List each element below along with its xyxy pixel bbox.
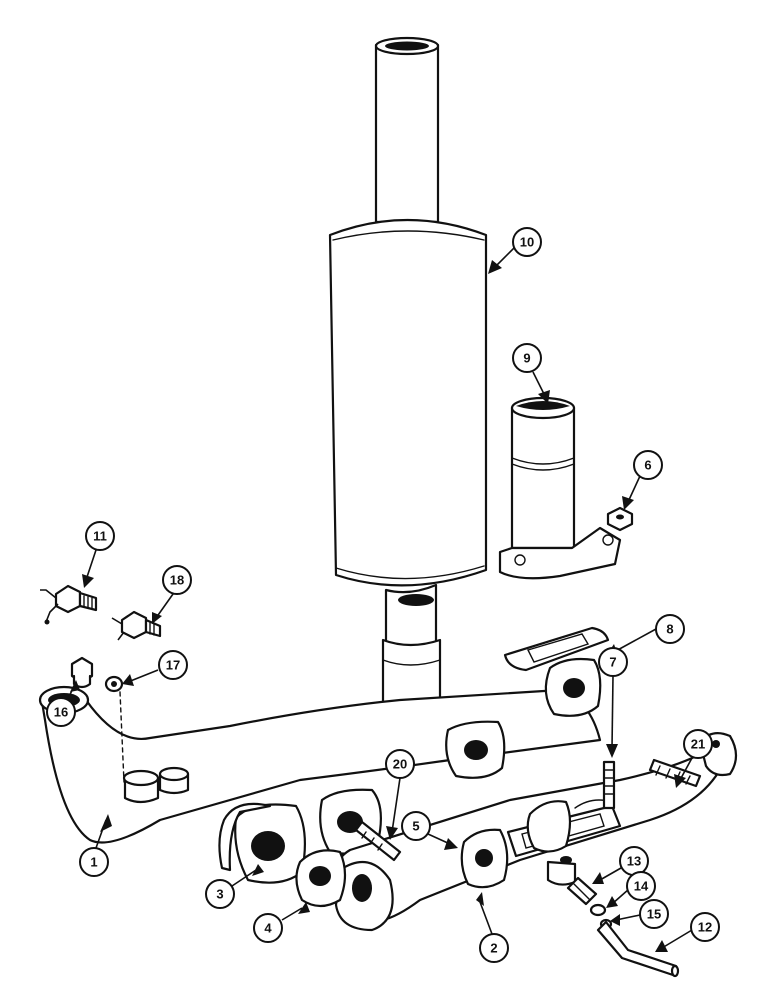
svg-text:4: 4 xyxy=(264,921,272,936)
fitting xyxy=(566,876,598,906)
callout-14: 14 xyxy=(626,871,656,901)
svg-text:8: 8 xyxy=(666,622,673,637)
callout-12: 12 xyxy=(690,912,720,942)
callout-3: 3 xyxy=(205,879,235,909)
stud xyxy=(602,760,616,810)
svg-text:11: 11 xyxy=(93,529,107,544)
port-gasket-center xyxy=(460,799,613,889)
gasket xyxy=(503,626,610,672)
exhaust-pipe-elbow xyxy=(498,396,622,580)
leader-lines xyxy=(67,245,693,952)
svg-text:17: 17 xyxy=(166,658,180,673)
drain-pipe xyxy=(596,920,680,978)
callout-16: 16 xyxy=(46,697,76,727)
callout-15: 15 xyxy=(639,899,669,929)
svg-text:15: 15 xyxy=(647,907,661,922)
muffler xyxy=(328,36,488,764)
svg-text:21: 21 xyxy=(691,737,705,752)
svg-text:13: 13 xyxy=(627,854,641,869)
svg-text:3: 3 xyxy=(216,887,223,902)
svg-text:16: 16 xyxy=(54,705,68,720)
svg-text:9: 9 xyxy=(523,351,530,366)
callout-4: 4 xyxy=(253,913,283,943)
callout-17: 17 xyxy=(158,650,188,680)
svg-text:6: 6 xyxy=(644,458,651,473)
port-gasket-large xyxy=(218,802,306,884)
callout-13: 13 xyxy=(619,846,649,876)
callout-10: 10 xyxy=(512,227,542,257)
callout-9: 9 xyxy=(512,343,542,373)
callout-8: 8 xyxy=(655,614,685,644)
callout-7: 7 xyxy=(598,647,628,677)
svg-text:7: 7 xyxy=(609,655,616,670)
callout-1: 1 xyxy=(79,847,109,877)
stud-short xyxy=(354,820,402,862)
callout-2: 2 xyxy=(479,933,509,963)
callout-11: 11 xyxy=(85,521,115,551)
port-gasket-small xyxy=(295,849,347,908)
svg-text:5: 5 xyxy=(412,819,419,834)
dashed-guide xyxy=(119,691,125,783)
svg-text:20: 20 xyxy=(393,757,407,772)
sealing-washer xyxy=(104,675,124,693)
pressure-switch xyxy=(111,610,162,641)
callout-5: 5 xyxy=(401,811,431,841)
callout-6: 6 xyxy=(633,450,663,480)
callout-21: 21 xyxy=(683,729,713,759)
svg-text:12: 12 xyxy=(698,920,712,935)
svg-text:18: 18 xyxy=(170,573,184,588)
svg-text:2: 2 xyxy=(490,941,497,956)
temperature-sender xyxy=(40,584,98,625)
nut xyxy=(606,506,634,532)
washer xyxy=(589,903,607,917)
callout-20: 20 xyxy=(385,749,415,779)
svg-text:14: 14 xyxy=(634,879,649,894)
svg-text:10: 10 xyxy=(520,235,534,250)
callout-18: 18 xyxy=(162,565,192,595)
exhaust-manifold xyxy=(38,657,602,855)
svg-text:1: 1 xyxy=(90,855,97,870)
